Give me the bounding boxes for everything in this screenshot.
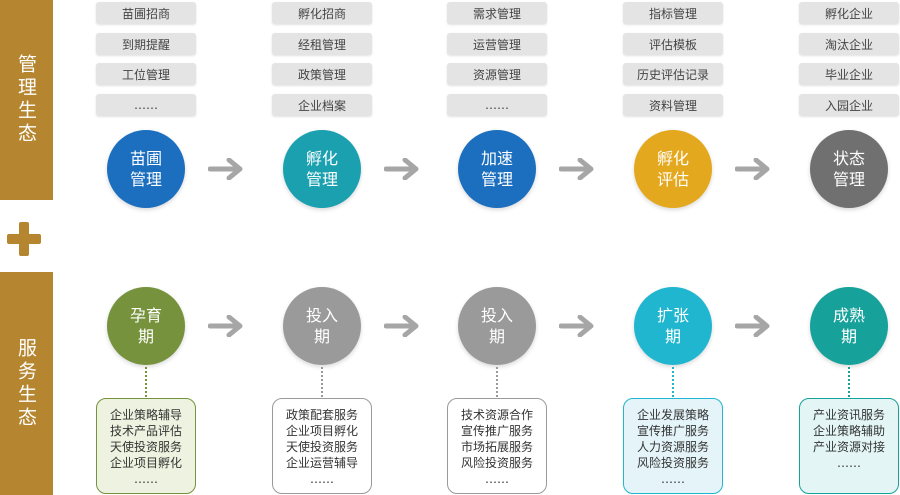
connector-line xyxy=(672,367,674,401)
circle-label: 管理 xyxy=(129,170,162,189)
arrow-right-icon xyxy=(735,315,770,337)
tag-item: 运营管理 xyxy=(447,33,547,55)
circle-label: 孵化 xyxy=(656,149,689,168)
service-item: 企业策略辅助 xyxy=(812,424,885,438)
tag-item: 淘汰企业 xyxy=(799,33,899,55)
service-item: 天使投资服务 xyxy=(109,440,182,454)
service-item: …… xyxy=(837,456,861,470)
arrow-right-icon xyxy=(384,315,419,337)
phase-circle: 投入期 xyxy=(283,287,361,365)
service-item: 企业项目孵化 xyxy=(285,424,358,438)
phase-circle: 投入期 xyxy=(458,287,536,365)
service-item: 企业策略辅导 xyxy=(109,408,182,422)
service-item: …… xyxy=(310,472,334,486)
service-item: 天使投资服务 xyxy=(285,440,358,454)
service-item: 企业发展策略 xyxy=(636,408,709,422)
service-list-box: 企业发展策略宣传推广服务人力资源服务风险投资服务 …… xyxy=(623,398,723,494)
phase-circle: 扩张期 xyxy=(634,287,712,365)
tag-item: 评估模板 xyxy=(623,33,723,55)
service-item: 宣传推广服务 xyxy=(460,424,533,438)
service-item: 技术产品评估 xyxy=(109,424,182,438)
service-item: 产业资源对接 xyxy=(812,440,885,454)
stage-circle: 加速管理 xyxy=(458,130,536,208)
service-list-box: 技术资源合作宣传推广服务市场拓展服务风险投资服务 …… xyxy=(447,398,547,494)
service-item: …… xyxy=(134,472,158,486)
service-item: …… xyxy=(661,472,685,486)
tag-item: 苗圃招商 xyxy=(96,2,196,24)
service-item: 市场拓展服务 xyxy=(460,440,533,454)
phase-circle: 成熟期 xyxy=(810,287,888,365)
circle-label: 投入 xyxy=(305,306,338,325)
tag-item: 入园企业 xyxy=(799,94,899,116)
stage-circle: 状态管理 xyxy=(810,130,888,208)
circle-label: 期 xyxy=(488,327,505,346)
service-item: 产业资讯服务 xyxy=(812,408,885,422)
circle-label: 状态 xyxy=(832,149,865,168)
arrow-right-icon xyxy=(208,315,243,337)
circle-label: 成熟 xyxy=(832,306,865,325)
circle-label: 管理 xyxy=(305,170,338,189)
arrow-right-icon xyxy=(559,158,594,180)
circle-label: 投入 xyxy=(480,306,513,325)
service-item: 风险投资服务 xyxy=(460,456,533,470)
connector-line xyxy=(321,367,323,401)
service-list-box: 政策配套服务企业项目孵化天使投资服务企业运营辅导 …… xyxy=(272,398,372,494)
service-item: 人力资源服务 xyxy=(636,440,709,454)
arrow-right-icon xyxy=(384,158,419,180)
service-ecosystem-label: 服务生态 xyxy=(0,272,53,495)
circle-label: 管理 xyxy=(480,170,513,189)
connector-line xyxy=(145,367,147,401)
tag-item: 资源管理 xyxy=(447,63,547,85)
circle-label: 期 xyxy=(137,327,154,346)
arrow-right-icon xyxy=(735,158,770,180)
circle-label: 期 xyxy=(840,327,857,346)
tag-item: 到期提醒 xyxy=(96,33,196,55)
service-item: 风险投资服务 xyxy=(636,456,709,470)
circle-label: 扩张 xyxy=(656,306,689,325)
tag-item: …… xyxy=(96,94,196,116)
stage-circle: 孵化评估 xyxy=(634,130,712,208)
tag-item: 企业档案 xyxy=(272,94,372,116)
circle-label: 孕育 xyxy=(129,306,162,325)
service-item: 企业项目孵化 xyxy=(109,456,182,470)
plus-icon xyxy=(7,222,41,256)
stage-circle: 苗圃管理 xyxy=(107,130,185,208)
tag-item: 毕业企业 xyxy=(799,63,899,85)
arrow-right-icon xyxy=(559,315,594,337)
tag-item: 经租管理 xyxy=(272,33,372,55)
phase-circle: 孕育期 xyxy=(107,287,185,365)
service-list-box: 企业策略辅导技术产品评估天使投资服务企业项目孵化 …… xyxy=(96,398,196,494)
tag-item: 政策管理 xyxy=(272,63,372,85)
connector-line xyxy=(496,367,498,401)
connector-line xyxy=(848,367,850,401)
tag-item: …… xyxy=(447,94,547,116)
tag-item: 需求管理 xyxy=(447,2,547,24)
service-list-box: 产业资讯服务企业策略辅助产业资源对接 …… xyxy=(799,398,899,494)
stage-circle: 孵化管理 xyxy=(283,130,361,208)
service-item: 政策配套服务 xyxy=(285,408,358,422)
tag-item: 历史评估记录 xyxy=(623,63,723,85)
tag-item: 孵化企业 xyxy=(799,2,899,24)
circle-label: 管理 xyxy=(832,170,865,189)
management-ecosystem-label: 管理生态 xyxy=(0,0,53,200)
tag-item: 指标管理 xyxy=(623,2,723,24)
tag-item: 工位管理 xyxy=(96,63,196,85)
arrow-right-icon xyxy=(208,158,243,180)
tag-item: 孵化招商 xyxy=(272,2,372,24)
circle-label: 评估 xyxy=(656,170,689,189)
service-item: …… xyxy=(485,472,509,486)
service-item: 技术资源合作 xyxy=(460,408,533,422)
circle-label: 期 xyxy=(313,327,330,346)
circle-label: 期 xyxy=(664,327,681,346)
circle-label: 孵化 xyxy=(305,149,338,168)
circle-label: 加速 xyxy=(480,149,513,168)
tag-item: 资料管理 xyxy=(623,94,723,116)
service-item: 宣传推广服务 xyxy=(636,424,709,438)
circle-label: 苗圃 xyxy=(129,149,162,168)
service-item: 企业运营辅导 xyxy=(285,456,358,470)
